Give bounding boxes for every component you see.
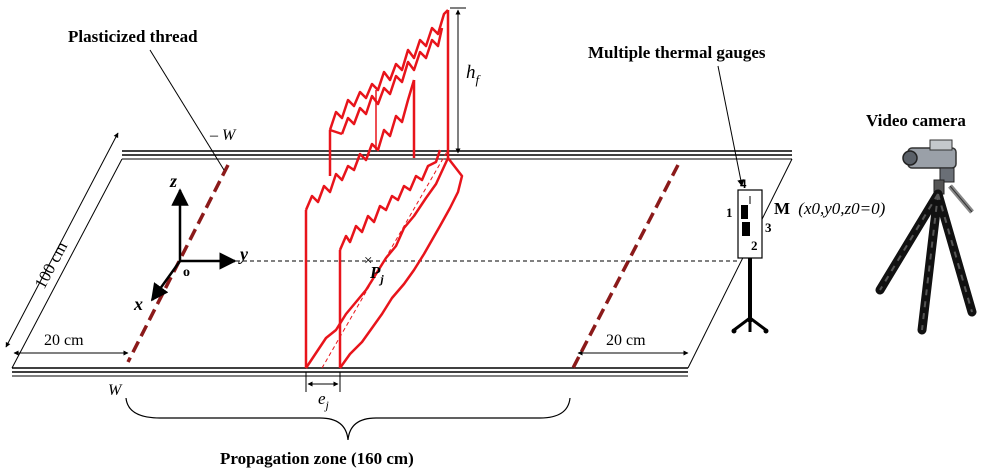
video-camera-label: Video camera bbox=[866, 111, 966, 130]
gauge-number-4: 4 bbox=[740, 176, 747, 191]
flame-top-mid bbox=[338, 149, 442, 251]
right-offset-dimension: 20 cm bbox=[577, 332, 689, 356]
gauge-sensor-1 bbox=[741, 205, 748, 219]
point-pj-label: Pj bbox=[369, 263, 384, 286]
flame-top-front bbox=[304, 79, 416, 211]
thermal-gauges-label: Multiple thermal gauges bbox=[588, 43, 766, 62]
point-pj: × Pj bbox=[364, 253, 384, 286]
flame-front bbox=[304, 9, 464, 369]
thermal-gauges-pointer bbox=[717, 65, 745, 187]
gauge-sensor-3 bbox=[742, 222, 750, 236]
gauge-number-1: 1 bbox=[726, 205, 733, 220]
flame-height-dimension: hf bbox=[450, 7, 482, 156]
flame-upper-link bbox=[329, 128, 343, 136]
flame-height-label: hf bbox=[466, 62, 482, 87]
plasticized-thread-label: Plasticized thread bbox=[68, 27, 198, 46]
left-offset-dimension: 20 cm bbox=[13, 332, 129, 356]
gauge-number-2: 2 bbox=[751, 238, 758, 253]
width-label: 100 cm bbox=[31, 238, 71, 292]
video-camera-icon bbox=[875, 139, 977, 335]
propagation-zone-brace bbox=[125, 397, 571, 441]
y-axis-label: y bbox=[238, 244, 249, 264]
x-axis-label: x bbox=[133, 294, 143, 314]
gauge-base bbox=[733, 316, 767, 332]
coordinate-axes: z y x o bbox=[133, 171, 249, 314]
x-axis bbox=[150, 260, 182, 302]
thermal-gauge-stand: 4 1 3 2 bbox=[726, 176, 772, 334]
plasticized-thread-pointer bbox=[149, 49, 225, 171]
gauge-number-3: 3 bbox=[765, 220, 772, 235]
origin-label: o bbox=[183, 265, 190, 280]
flame-top-upper bbox=[328, 9, 449, 131]
width-dimension: 100 cm bbox=[5, 132, 119, 348]
point-m-label: M (x0,y0,z0=0) bbox=[774, 199, 886, 218]
flame-depth-label: ej bbox=[318, 389, 330, 412]
flame-top-upper-2 bbox=[340, 27, 444, 135]
z-axis-label: z bbox=[169, 171, 177, 191]
bench-right-side bbox=[687, 158, 793, 369]
point-pj-marker: × bbox=[364, 253, 372, 269]
right-thread bbox=[570, 164, 680, 371]
neg-w-label: – W bbox=[209, 127, 237, 144]
flame-base-back bbox=[338, 157, 464, 369]
left-offset-label: 20 cm bbox=[44, 332, 84, 349]
propagation-zone-label: Propagation zone (160 cm) bbox=[220, 449, 414, 468]
bench bbox=[11, 150, 793, 377]
right-offset-label: 20 cm bbox=[606, 332, 646, 349]
flame-depth-dimension: ej bbox=[305, 372, 341, 412]
w-label: W bbox=[108, 382, 123, 399]
